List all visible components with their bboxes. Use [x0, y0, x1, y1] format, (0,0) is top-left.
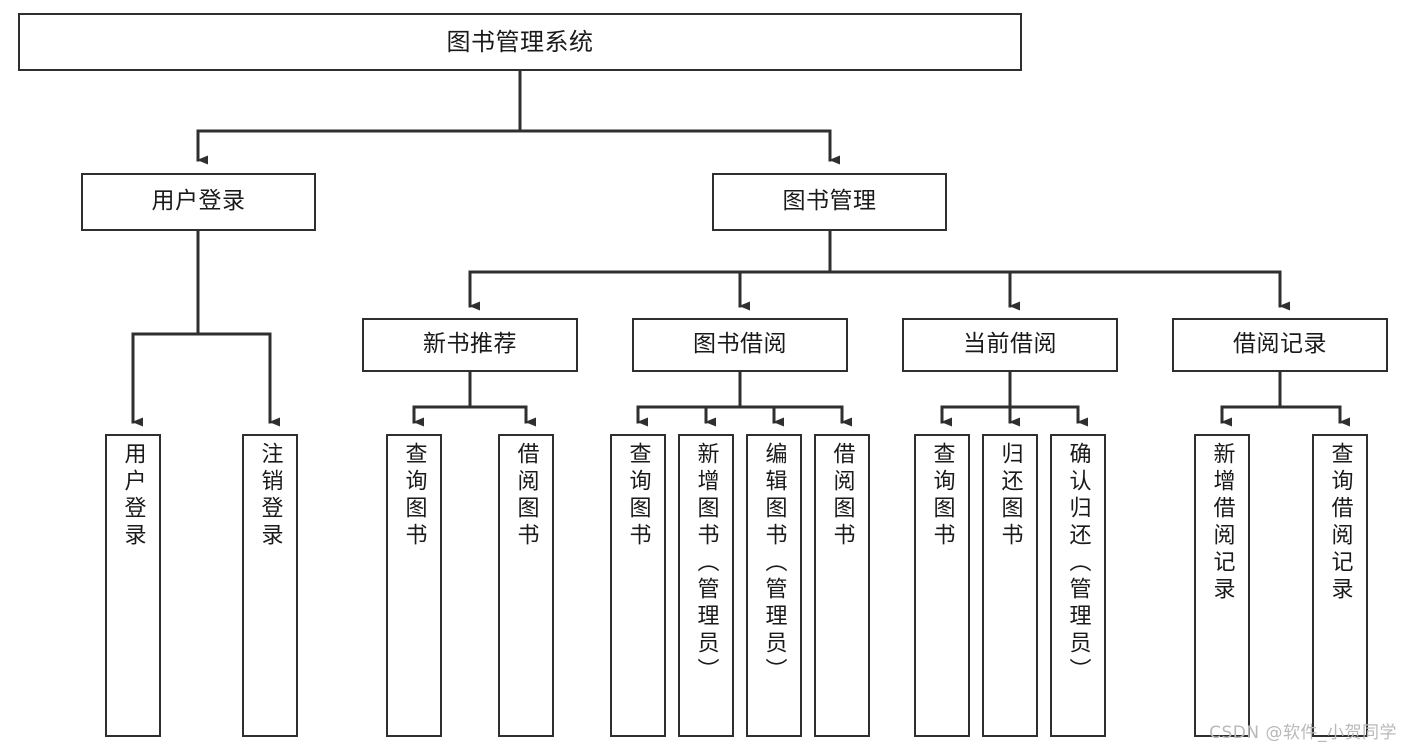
node-leaf-add-borrow-record[interactable]: 新增借阅记录 — [1194, 434, 1250, 737]
node-book-borrow[interactable]: 图书借阅 — [632, 318, 848, 372]
node-leaf-confirm-return-admin-label: 确认归还（管理员） — [1065, 442, 1091, 685]
node-new-book-recommend-label: 新书推荐 — [423, 331, 517, 358]
node-leaf-query-book-3-label: 查询图书 — [929, 442, 955, 550]
node-leaf-edit-book-admin-label: 编辑图书（管理员） — [761, 442, 787, 685]
node-current-borrow[interactable]: 当前借阅 — [902, 318, 1118, 372]
node-book-manage[interactable]: 图书管理 — [712, 173, 947, 231]
node-leaf-add-book-admin[interactable]: 新增图书（管理员） — [678, 434, 734, 737]
node-new-book-recommend[interactable]: 新书推荐 — [362, 318, 578, 372]
node-leaf-query-borrow-record[interactable]: 查询借阅记录 — [1312, 434, 1368, 737]
node-leaf-query-book-1-label: 查询图书 — [401, 442, 427, 550]
node-leaf-edit-book-admin[interactable]: 编辑图书（管理员） — [746, 434, 802, 737]
node-leaf-borrow-book-2-label: 借阅图书 — [829, 442, 855, 550]
node-borrow-record[interactable]: 借阅记录 — [1172, 318, 1388, 372]
node-leaf-add-book-admin-label: 新增图书（管理员） — [693, 442, 719, 685]
watermark-text: CSDN @软件_小贺同学 — [1209, 723, 1397, 743]
node-leaf-borrow-book-1[interactable]: 借阅图书 — [498, 434, 554, 737]
node-book-borrow-label: 图书借阅 — [693, 331, 787, 358]
node-leaf-query-borrow-record-label: 查询借阅记录 — [1327, 442, 1353, 604]
node-leaf-return-book-label: 归还图书 — [997, 442, 1023, 550]
node-root[interactable]: 图书管理系统 — [18, 13, 1022, 71]
node-book-manage-label: 图书管理 — [782, 188, 877, 215]
node-user-login-label: 用户登录 — [151, 188, 246, 215]
node-leaf-return-book[interactable]: 归还图书 — [982, 434, 1038, 737]
node-root-label: 图书管理系统 — [446, 27, 594, 56]
node-leaf-borrow-book-2[interactable]: 借阅图书 — [814, 434, 870, 737]
node-leaf-user-login-label: 用户登录 — [120, 442, 146, 550]
node-current-borrow-label: 当前借阅 — [963, 331, 1057, 358]
node-leaf-query-book-3[interactable]: 查询图书 — [914, 434, 970, 737]
node-leaf-user-login[interactable]: 用户登录 — [105, 434, 161, 737]
node-user-login[interactable]: 用户登录 — [81, 173, 316, 231]
node-leaf-query-book-2-label: 查询图书 — [625, 442, 651, 550]
node-leaf-add-borrow-record-label: 新增借阅记录 — [1209, 442, 1235, 604]
node-leaf-logout-login-label: 注销登录 — [257, 442, 283, 550]
node-borrow-record-label: 借阅记录 — [1233, 331, 1327, 358]
node-leaf-query-book-1[interactable]: 查询图书 — [386, 434, 442, 737]
node-leaf-confirm-return-admin[interactable]: 确认归还（管理员） — [1050, 434, 1106, 737]
node-leaf-logout-login[interactable]: 注销登录 — [242, 434, 298, 737]
node-leaf-borrow-book-1-label: 借阅图书 — [513, 442, 539, 550]
node-leaf-query-book-2[interactable]: 查询图书 — [610, 434, 666, 737]
